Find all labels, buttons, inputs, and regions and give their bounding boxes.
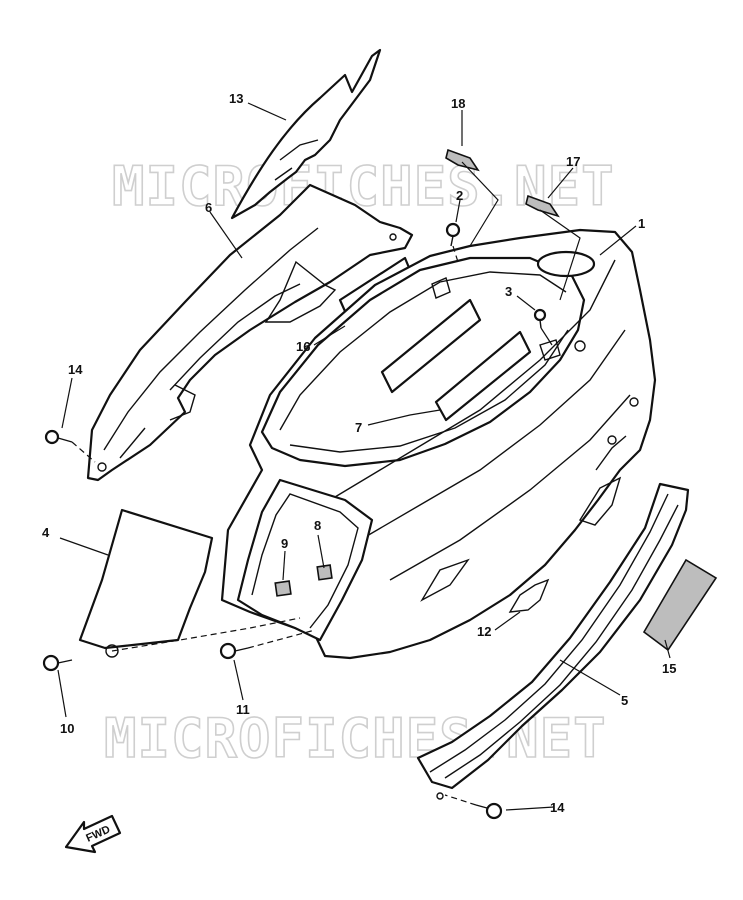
callout-14-right: 14 — [550, 800, 565, 815]
part-6-side-cover-left — [86, 183, 414, 482]
callout-10: 10 — [60, 721, 74, 736]
part-10-screw — [42, 654, 73, 672]
callout-16: 16 — [296, 339, 310, 354]
callout-9: 9 — [281, 536, 288, 551]
callout-5: 5 — [621, 693, 628, 708]
leader-lines — [57, 102, 671, 811]
part-1-main-body-cover — [220, 228, 657, 660]
callout-12: 12 — [477, 624, 491, 639]
part-14-screw-left — [44, 429, 73, 445]
callout-6: 6 — [205, 200, 212, 215]
part-15-label — [642, 558, 718, 652]
callout-15: 15 — [662, 661, 676, 676]
callouts: 1 2 3 4 5 6 7 8 9 10 11 12 13 14 14 15 1… — [42, 91, 676, 815]
callout-17: 17 — [566, 154, 580, 169]
watermark-top: MICROFICHES.NET — [112, 155, 615, 218]
callout-1: 1 — [638, 216, 645, 231]
part-11-screw — [219, 642, 249, 660]
fwd-arrow-icon: FWD — [64, 814, 122, 854]
callout-18: 18 — [451, 96, 465, 111]
callout-4: 4 — [42, 525, 50, 540]
callout-2: 2 — [456, 188, 463, 203]
part-14-screw-right — [475, 802, 503, 820]
part-4-access-lid — [78, 508, 214, 658]
callout-14-left: 14 — [68, 362, 83, 377]
callout-11: 11 — [236, 702, 250, 717]
callout-13: 13 — [229, 91, 243, 106]
assembly-lines — [71, 161, 581, 806]
part-13-decal — [230, 48, 382, 220]
part-2-screw — [445, 222, 461, 247]
callout-7: 7 — [355, 420, 362, 435]
part-17-clip — [525, 194, 560, 218]
part-3-screw — [533, 308, 547, 329]
callout-8: 8 — [314, 518, 321, 533]
callout-3: 3 — [505, 284, 512, 299]
part-12-emblem — [508, 578, 550, 613]
